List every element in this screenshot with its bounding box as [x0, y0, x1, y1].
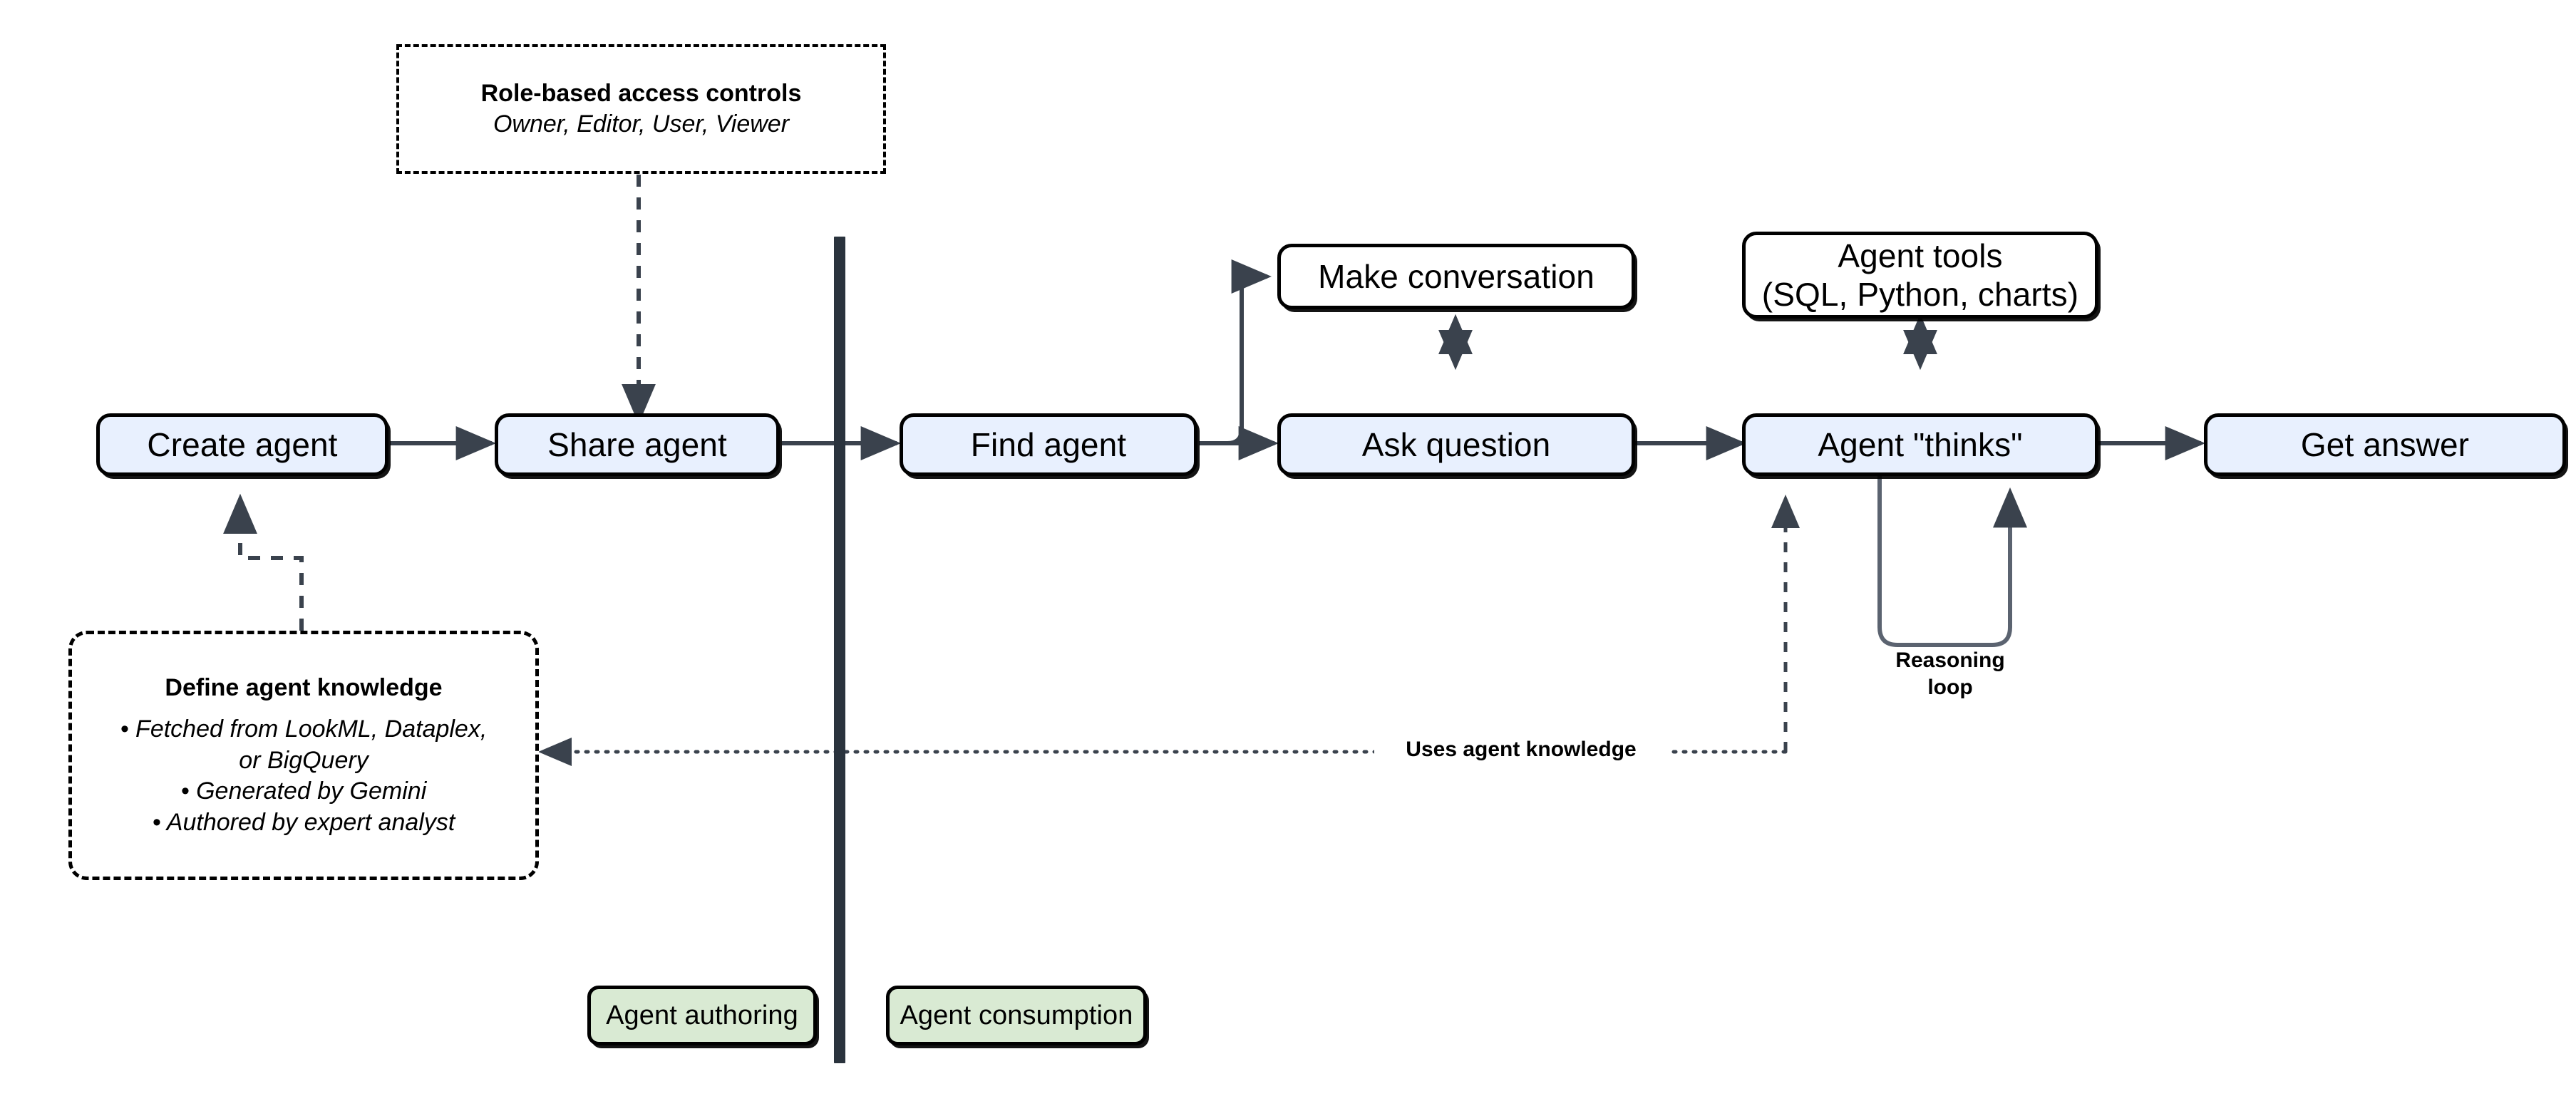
node-ask-question[interactable]: Ask question — [1277, 413, 1635, 476]
arrow-knowledge-to-create-agent — [223, 493, 304, 631]
define-agent-knowledge-title: Define agent knowledge — [165, 673, 443, 701]
rbac-annotation-box: Role-based access controls Owner, Editor… — [396, 44, 886, 174]
reasoning-loop-label: Reasoning loop — [1875, 647, 2026, 701]
arrow-reasoning-loop — [1877, 470, 2028, 647]
node-get-answer[interactable]: Get answer — [2204, 413, 2566, 476]
node-agent-tools[interactable]: Agent tools (SQL, Python, charts) — [1742, 232, 2098, 319]
knowledge-bullet-0: • Fetched from LookML, Dataplex, or BigQ… — [120, 715, 488, 774]
node-find-agent[interactable]: Find agent — [900, 413, 1197, 476]
rbac-title: Role-based access controls — [480, 79, 802, 107]
node-agent-thinks[interactable]: Agent "thinks" — [1742, 413, 2098, 476]
rbac-subtitle: Owner, Editor, User, Viewer — [493, 110, 790, 138]
knowledge-bullet-1: • Generated by Gemini — [180, 777, 427, 805]
node-make-conversation[interactable]: Make conversation — [1277, 244, 1635, 309]
node-create-agent[interactable]: Create agent — [96, 413, 388, 476]
define-agent-knowledge-box: Define agent knowledge • Fetched from Lo… — [68, 631, 539, 880]
define-agent-knowledge-bullets: • Fetched from LookML, Dataplex, or BigQ… — [120, 714, 488, 838]
legend-agent-consumption: Agent consumption — [886, 986, 1147, 1045]
node-share-agent[interactable]: Share agent — [495, 413, 780, 476]
swimlane-divider — [834, 237, 845, 1063]
legend-agent-authoring: Agent authoring — [587, 986, 817, 1045]
arrow-find-to-make-conversation — [1199, 259, 1272, 445]
knowledge-bullet-2: • Authored by expert analyst — [152, 808, 455, 836]
uses-agent-knowledge-label: Uses agent knowledge — [1374, 736, 1668, 763]
